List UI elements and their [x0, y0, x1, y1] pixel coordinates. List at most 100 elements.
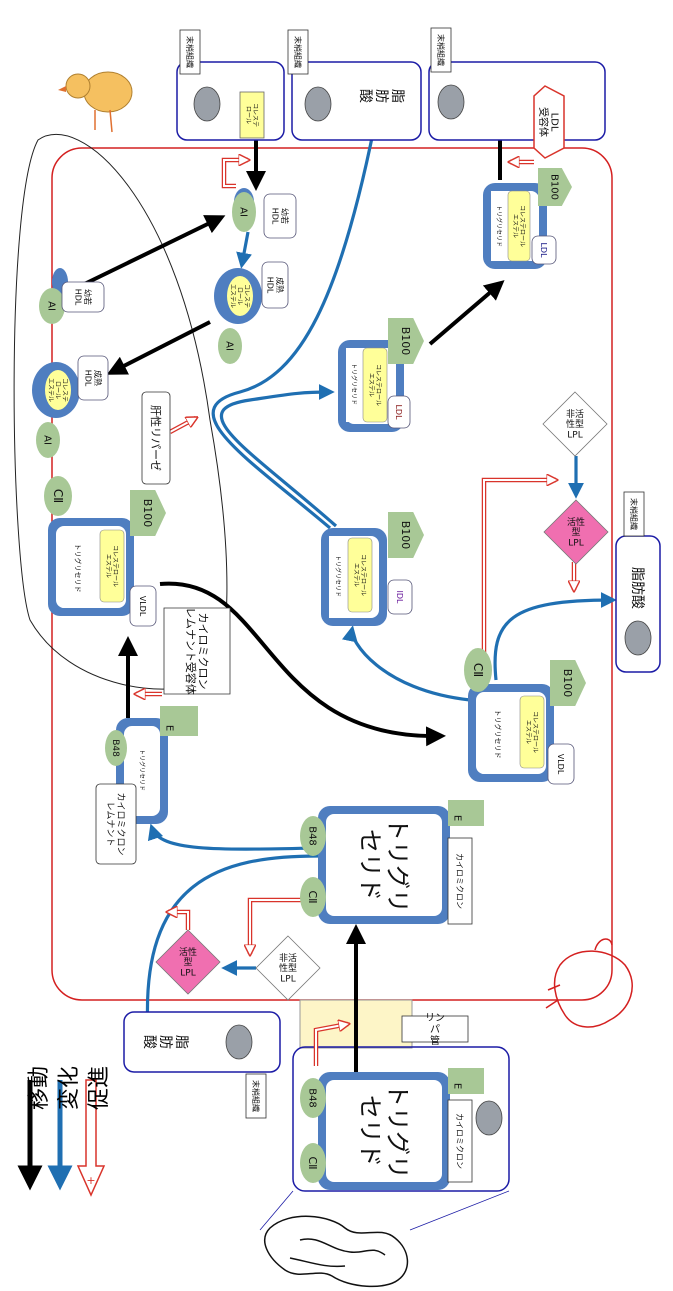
- chylo-int-e: [448, 1068, 484, 1094]
- intestine-illustration: [264, 1215, 409, 1288]
- idl-chol: [347, 537, 373, 613]
- cholesterol-box-top: [239, 91, 265, 139]
- vldl-liver-label-text: VLDL: [138, 596, 147, 617]
- arrow-ldl2-to-ldl: [428, 280, 505, 346]
- hepatic-lipase-box: [141, 391, 171, 485]
- ldl-chol: [507, 190, 531, 262]
- vldl-blood-chol: [519, 695, 545, 769]
- arrow-hdl-to-mature: [106, 320, 211, 375]
- young-hdl-2-a1: [232, 192, 256, 232]
- chylo-blood-tg: トリグリセリド: [356, 817, 412, 913]
- remnant-b48: [105, 730, 127, 766]
- ldl2-tg-box: [346, 348, 362, 422]
- tissue-top-fattyacid-tag: [287, 29, 309, 75]
- arrow-hdl-mature: [236, 231, 252, 269]
- chylo-blood-e: [448, 800, 484, 826]
- cell-icon-4: [225, 1024, 253, 1060]
- vldl-liver-b100: [130, 490, 166, 536]
- lpl-inactive-bottom: [255, 935, 321, 1001]
- cell-icon-1: [193, 86, 221, 122]
- vldl-blood-b100-text: B100: [561, 669, 574, 698]
- ldl-chol-text: コレステロールエステル: [511, 205, 525, 247]
- idl-chol-text: コレステロールエステル: [352, 554, 366, 596]
- lymph-tag: [401, 1015, 469, 1043]
- tissue-top-cholesterol-tag-text: 末梢組織: [185, 36, 195, 68]
- arrow-vldl-to-blood: [159, 581, 446, 747]
- tissue-bottom-left-tag-text: 末梢組織: [251, 1080, 261, 1112]
- promote-lymph-inner: [315, 1024, 348, 1066]
- lpl-inactive-right: [542, 391, 608, 457]
- idl-tg-box: [329, 536, 347, 618]
- legend-promote-arrow: [76, 1079, 106, 1197]
- young-hdl-2-a1-text: AⅠ: [238, 207, 249, 217]
- vldl-liver-label: [129, 585, 157, 627]
- promote-lpl-active-bottom: [168, 909, 191, 930]
- cholesterol-label-top: コレステロール: [244, 103, 258, 127]
- vldl-blood-label-text: VLDL: [556, 754, 565, 775]
- remnant-tg-text: トリグリセリド: [138, 749, 146, 791]
- hdl-mature-a1-text: AⅠ: [42, 435, 53, 445]
- vldl-liver-chol: [99, 529, 125, 603]
- tissue-right-tag-text: 末梢組織: [629, 498, 639, 530]
- vldl-liver-c2-text: CⅡ: [51, 489, 65, 503]
- young-hdl-1-label: [61, 281, 105, 313]
- ldl2-chol: [362, 347, 388, 423]
- idl-b100-text: B100: [399, 521, 412, 550]
- remnant-tag-text: カイロミクロンレムナント: [105, 792, 126, 855]
- arrow-vldl-to-idl: [341, 625, 471, 702]
- vldl-blood-tg: [478, 694, 518, 774]
- chylo-blood-e-text: E: [452, 815, 463, 821]
- arrow-idl-to-ldl2: [219, 384, 338, 528]
- idl-tg-text: トリグリセリド: [334, 555, 342, 597]
- promote-chol-inner: [223, 160, 248, 187]
- ldl-label-box-text: LDL: [539, 242, 548, 258]
- legend-promote-label: 促進: [87, 1066, 112, 1110]
- intestine-funnel: [259, 1190, 510, 1231]
- chylo-blood-b48: [300, 816, 326, 856]
- arrow-vldl-fatty-acid: [493, 592, 617, 681]
- remnant-receptor-text: カイロミクロンレムナント受容体: [184, 607, 210, 695]
- ldl-receptor-label: LDL受容体: [537, 107, 560, 137]
- idl-label-box-text: IDL: [395, 591, 404, 605]
- bird-illustration: [58, 71, 133, 133]
- intestine-region: [292, 1046, 510, 1192]
- hdl-maturing-core-text: コレステロールエステル: [229, 284, 250, 308]
- ldl2-tg-text: トリグリセリド: [350, 363, 358, 405]
- hdl-maturing-a1: [218, 328, 242, 364]
- ldl2-label-box: [387, 395, 411, 429]
- chylo-int-c2-text: CⅡ: [306, 1156, 319, 1169]
- fatty-acid-bottom: 脂肪酸: [141, 1035, 189, 1049]
- hdl-maturing-a1-text: AⅠ: [224, 341, 235, 351]
- tissue-right-tag: [623, 491, 645, 537]
- legend-change-label: 変化: [57, 1066, 82, 1110]
- idl-b100: [388, 512, 424, 558]
- vldl-liver-c2: [44, 476, 72, 516]
- tissue-top-ldl-tag-text: 末梢組織: [436, 34, 446, 66]
- hdl-maturing-label-text: 成熟HDL: [266, 277, 285, 294]
- chylo-blood-c2: [300, 877, 326, 917]
- vldl-blood-label: [547, 743, 575, 785]
- remnant-b48-text: B48: [110, 739, 120, 757]
- chylo-blood-tag-text: カイロミクロン: [455, 853, 464, 909]
- cell-icon-5: [624, 620, 652, 656]
- tissue-top-fattyacid: [291, 61, 422, 141]
- arrow-chylo-fatty-acid: [139, 854, 319, 1035]
- fatty-acid-top: 脂肪酸: [357, 89, 405, 103]
- promote-lpl-bottom-inner: [250, 899, 312, 954]
- promote-hepatic-lipase-inner: [169, 418, 196, 433]
- hdl-mature-core: [45, 370, 71, 410]
- lymph-tag-text: リンパ管: [425, 1013, 445, 1047]
- vldl-blood-c2: [464, 648, 492, 692]
- chylo-int-tag: [447, 1099, 473, 1183]
- remnant-e: [160, 706, 198, 736]
- legend-move-label: 移動: [27, 1066, 52, 1110]
- ldl-b100: [538, 168, 572, 206]
- chylo-int-b48: [300, 1078, 326, 1118]
- chylo-int-core: [330, 1084, 438, 1178]
- vldl-liver-b100-text: B100: [141, 499, 154, 528]
- vldl-liver-tg-text: トリグリセリド: [74, 544, 83, 593]
- ldl2-label-box-text: LDL: [394, 404, 403, 420]
- promote-lpl-active-bottom-inner: [168, 912, 189, 930]
